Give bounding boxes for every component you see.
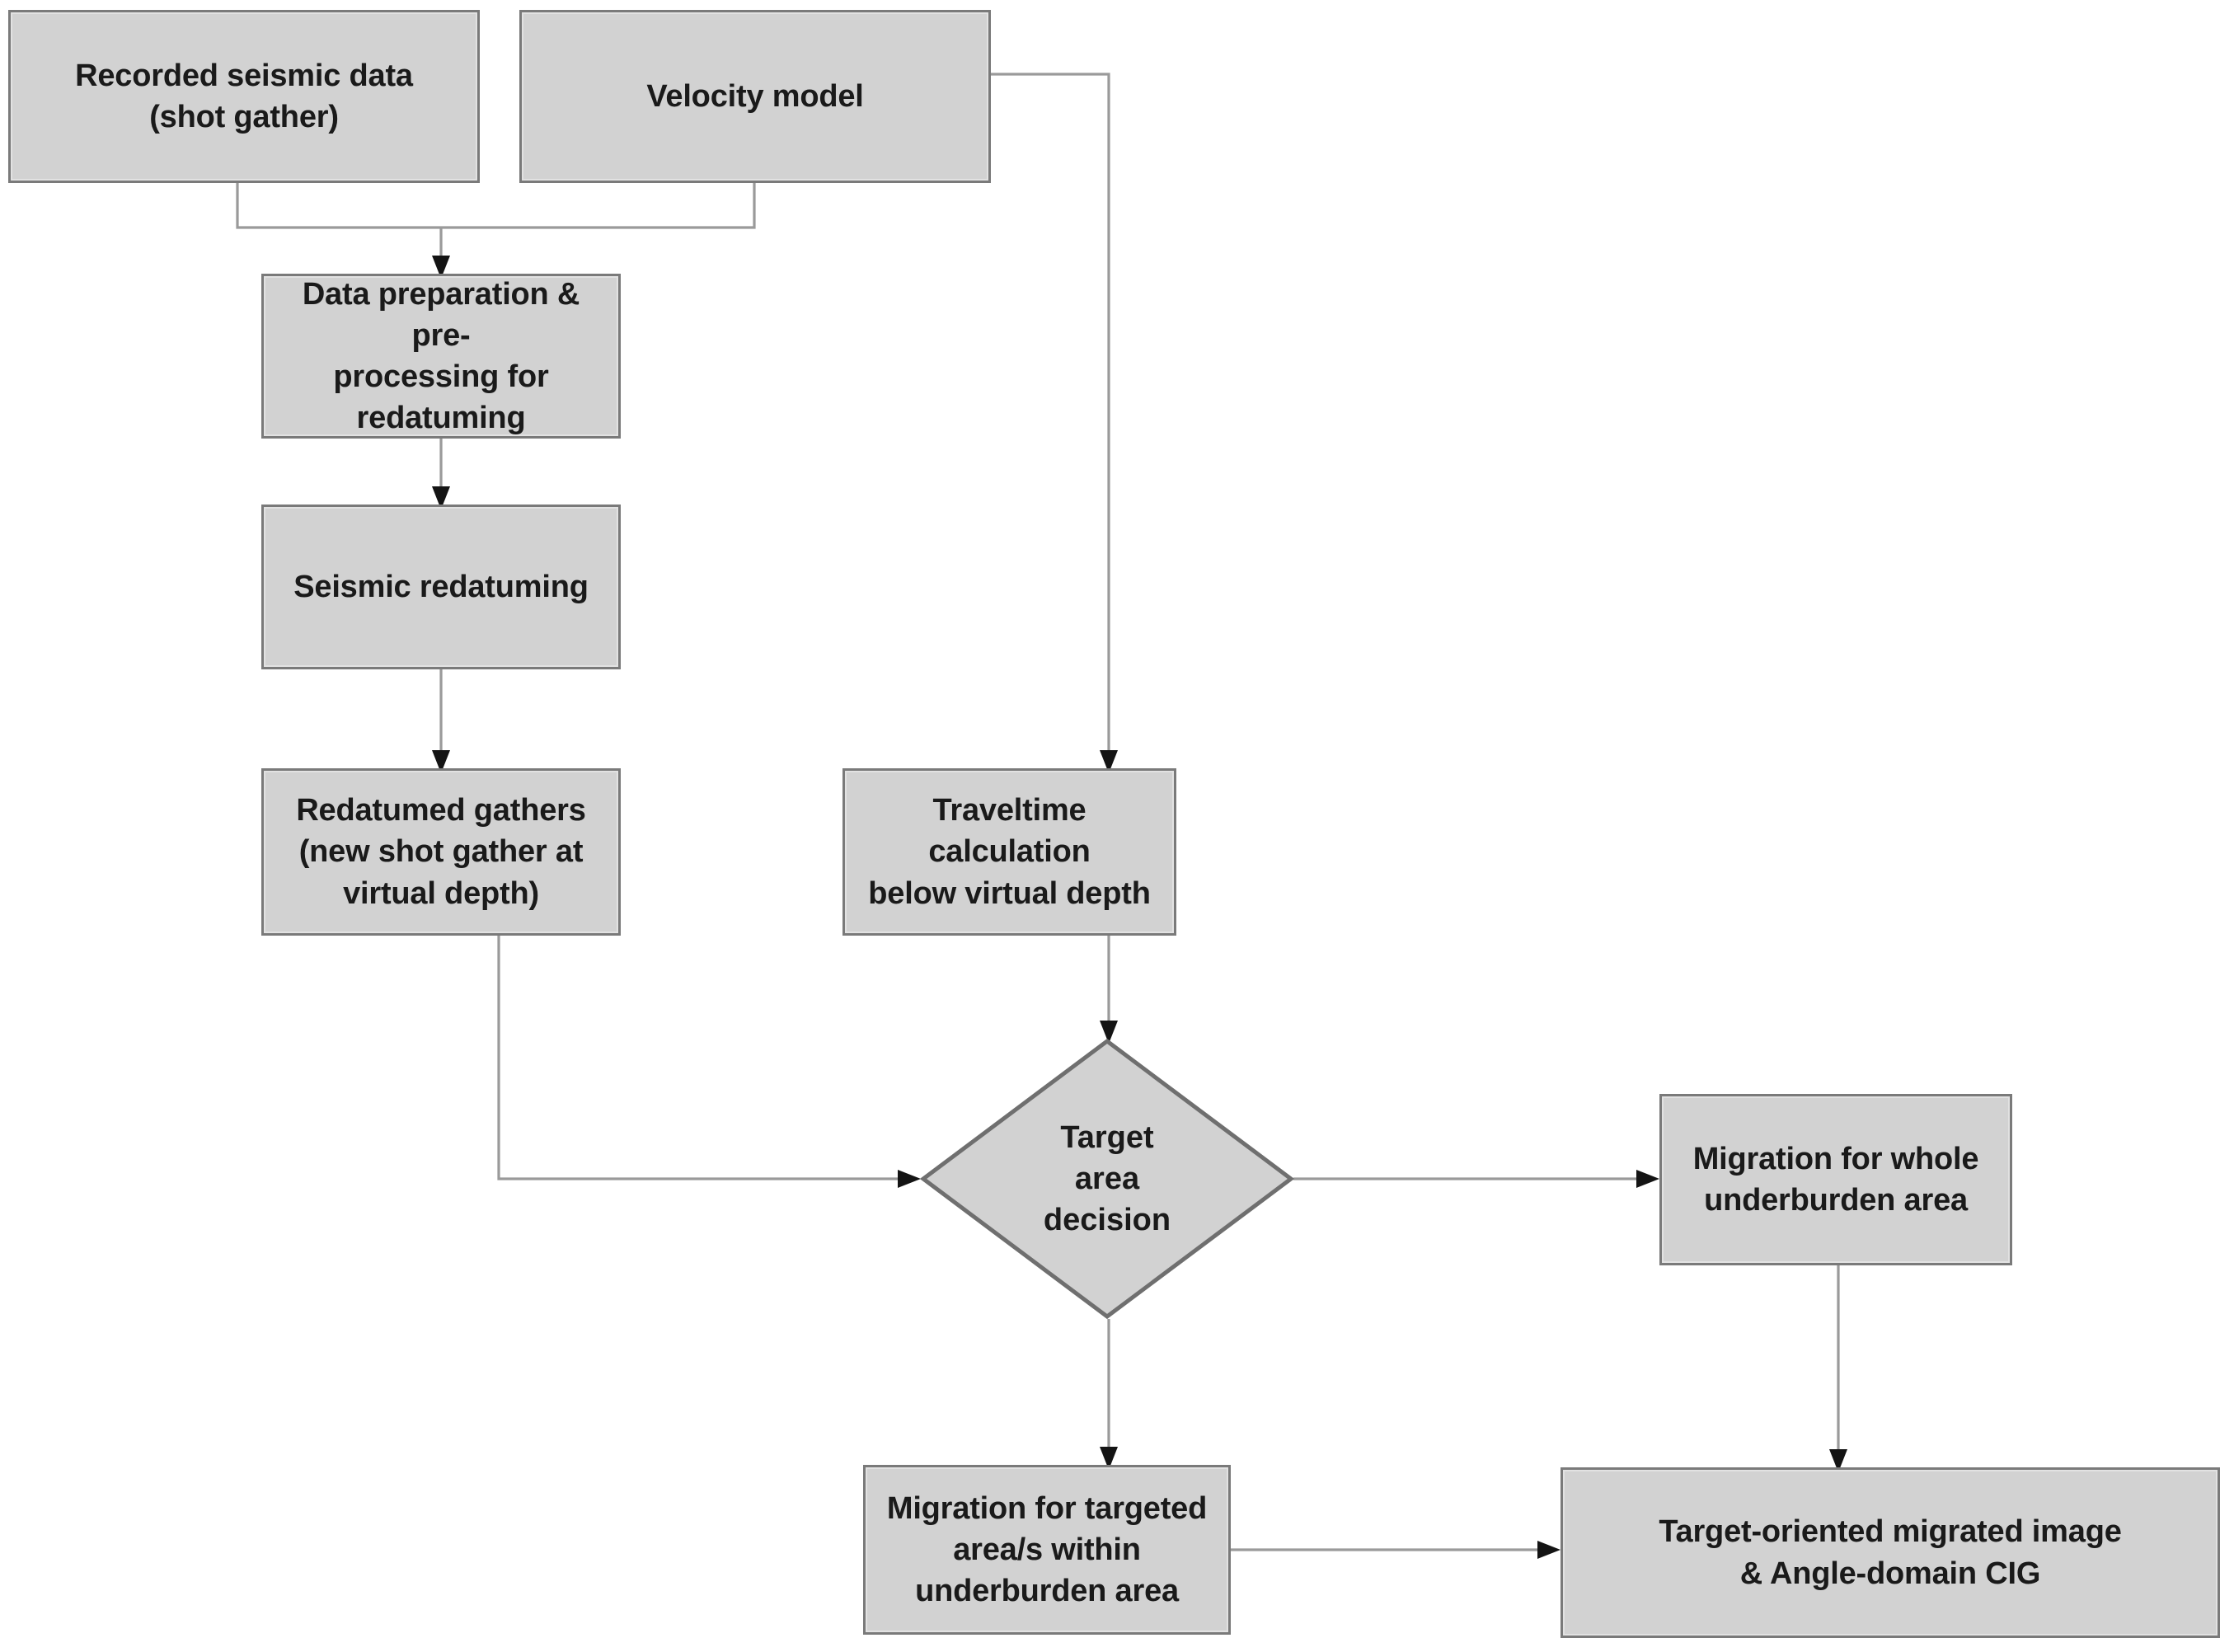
edge-velocity-to-prep — [432, 183, 756, 279]
node-label: Seismic redatuming — [293, 569, 589, 604]
node-label: Traveltime calculation below virtual dep… — [868, 793, 1151, 911]
node-target-oriented-output[interactable]: Target-oriented migrated image & Angle-d… — [1561, 1467, 2220, 1638]
edge-targeted-to-output — [1231, 1541, 1561, 1559]
node-label: Migration for targeted area/s within und… — [886, 1490, 1208, 1609]
node-migration-whole-underburden[interactable]: Migration for whole underburden area — [1659, 1094, 2012, 1265]
edge-decision-to-whole — [1293, 1170, 1659, 1188]
node-traveltime-calculation[interactable]: Traveltime calculation below virtual dep… — [842, 768, 1176, 936]
edge-velocity-to-traveltime — [991, 73, 1118, 773]
node-label: Migration for whole underburden area — [1692, 1141, 1979, 1218]
node-seismic-redatuming[interactable]: Seismic redatuming — [261, 505, 621, 669]
node-migration-targeted-area[interactable]: Migration for targeted area/s within und… — [863, 1465, 1231, 1635]
edge-gathers-to-decision — [497, 936, 921, 1188]
node-velocity-model[interactable]: Velocity model — [519, 10, 991, 183]
node-data-preparation[interactable]: Data preparation & pre- processing for r… — [261, 274, 621, 439]
decision-diamond-shape — [919, 1038, 1295, 1320]
node-label: Velocity model — [646, 78, 864, 114]
edge-redatuming-to-gathers — [432, 669, 450, 773]
edge-whole-to-output — [1829, 1265, 1847, 1472]
node-label: Target-oriented migrated image & Angle-d… — [1659, 1514, 2122, 1591]
node-label: Data preparation & pre- processing for r… — [302, 276, 580, 436]
edge-recorded-to-prep — [236, 183, 441, 229]
node-redatumed-gathers[interactable]: Redatumed gathers (new shot gather at vi… — [261, 768, 621, 936]
node-label: Recorded seismic data (shot gather) — [75, 58, 413, 134]
node-label: Redatumed gathers (new shot gather at vi… — [296, 793, 586, 911]
edge-decision-to-targeted — [1100, 1319, 1118, 1470]
node-target-area-decision[interactable]: Target area decision — [919, 1038, 1295, 1320]
edge-prep-to-redatuming — [432, 439, 450, 509]
edge-traveltime-to-decision — [1100, 936, 1118, 1044]
node-recorded-seismic-data[interactable]: Recorded seismic data (shot gather) — [8, 10, 480, 183]
